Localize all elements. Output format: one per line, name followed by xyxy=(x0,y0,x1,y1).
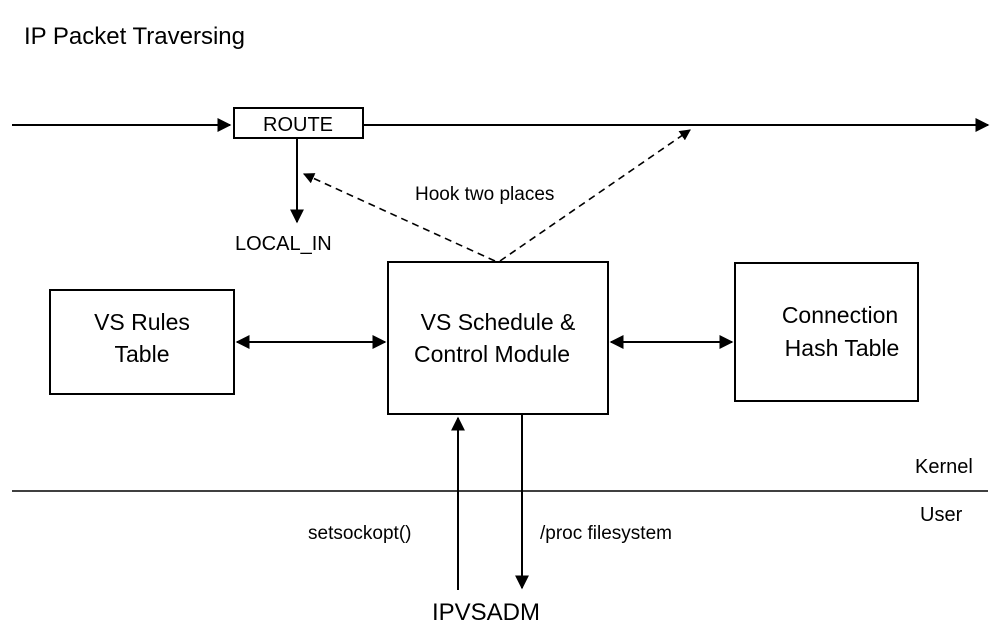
hook-arrow-forward xyxy=(499,129,691,262)
kernel-label: Kernel xyxy=(915,456,973,478)
route-label: ROUTE xyxy=(263,114,333,136)
vs-rules-table-node: VS Rules Table xyxy=(49,289,235,395)
conn-hash-line1: Connection xyxy=(782,302,898,328)
connection-hash-table-node: Connection Hash Table xyxy=(734,262,919,402)
user-label: User xyxy=(920,504,963,526)
diagram-title: IP Packet Traversing xyxy=(24,23,245,50)
hook-label: Hook two places xyxy=(415,184,554,205)
vs-schedule-control-node: VS Schedule & Control Module xyxy=(387,261,609,415)
conn-hash-line2: Hash Table xyxy=(785,335,900,361)
vs-rules-line1: VS Rules xyxy=(94,309,190,335)
local-in-label: LOCAL_IN xyxy=(235,233,332,255)
proc-filesystem-label: /proc filesystem xyxy=(540,523,672,544)
route-node: ROUTE xyxy=(233,107,364,139)
ipvsadm-label: IPVSADM xyxy=(432,599,540,626)
setsockopt-label: setsockopt() xyxy=(308,523,411,544)
vs-rules-line2: Table xyxy=(115,341,170,367)
vs-schedule-line1: VS Schedule & xyxy=(421,309,576,335)
vs-schedule-line2: Control Module xyxy=(414,341,570,367)
hook-arrow-local-in xyxy=(302,173,496,262)
